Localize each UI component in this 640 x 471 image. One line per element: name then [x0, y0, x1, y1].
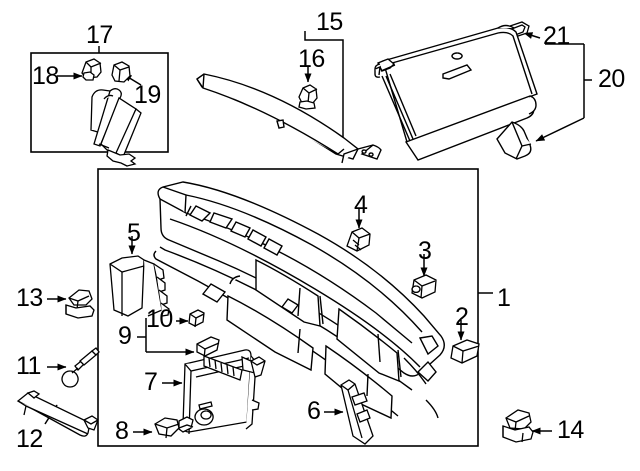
part-9-strip [196, 336, 266, 381]
part-10-grommet [188, 309, 205, 328]
callout-20[interactable]: 20 [598, 65, 625, 93]
part-6-trim [340, 379, 374, 445]
part-13-clip [65, 289, 95, 319]
part-4-clip [346, 227, 371, 252]
callout-1[interactable]: 1 [497, 284, 511, 312]
part-19-clip [111, 61, 131, 83]
leader-21 [523, 32, 541, 39]
part-17-pillar-trim [90, 88, 142, 167]
callout-9[interactable]: 9 [118, 322, 132, 350]
callout-13[interactable]: 13 [16, 284, 43, 312]
callout-15[interactable]: 15 [316, 8, 343, 36]
callout-2[interactable]: 2 [455, 303, 469, 331]
part-12-rail [16, 390, 99, 437]
part-14-clip [502, 409, 534, 443]
part-2-clip [450, 339, 480, 364]
callout-21[interactable]: 21 [543, 22, 570, 50]
callout-6[interactable]: 6 [307, 397, 321, 425]
callout-8[interactable]: 8 [115, 417, 129, 445]
part-1-liftgate-panel [153, 181, 445, 420]
part-11-screw [61, 347, 100, 388]
callout-4[interactable]: 4 [354, 191, 368, 219]
leader-20 [536, 43, 592, 141]
callout-19[interactable]: 19 [134, 81, 161, 109]
callout-12[interactable]: 12 [16, 425, 43, 453]
part-8-clip [154, 416, 194, 439]
part-18-clip [81, 58, 102, 81]
callout-14[interactable]: 14 [557, 416, 584, 444]
callout-16[interactable]: 16 [298, 45, 325, 73]
part-20-cargo-cover [374, 24, 538, 161]
leader-9 [137, 318, 194, 352]
callout-17[interactable]: 17 [86, 21, 113, 49]
main-assembly-box [97, 168, 479, 447]
callout-5[interactable]: 5 [127, 219, 141, 247]
part-5-trim [109, 255, 170, 317]
part-3-clip [411, 274, 437, 299]
callout-3[interactable]: 3 [418, 237, 432, 265]
callout-18[interactable]: 18 [32, 62, 59, 90]
callout-10[interactable]: 10 [146, 305, 173, 333]
leader-15 [304, 31, 347, 152]
part-15-garnish [196, 73, 382, 164]
callout-11[interactable]: 11 [16, 352, 41, 380]
part-16-clip [298, 84, 318, 110]
callout-7[interactable]: 7 [144, 368, 158, 396]
